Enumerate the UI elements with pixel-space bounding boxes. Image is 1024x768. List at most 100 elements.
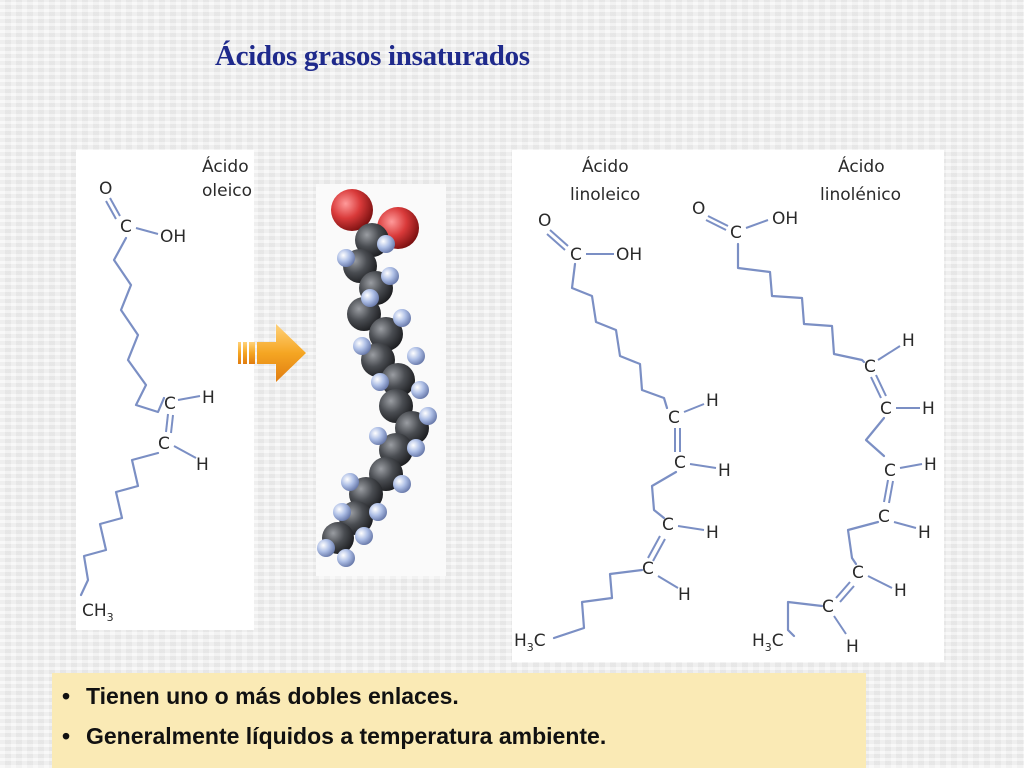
hydrogen-atom [369, 503, 387, 521]
oleic-h1: H [202, 388, 215, 408]
hydrogen-atom [393, 475, 411, 493]
linoleic-ch-bond-3 [677, 525, 705, 531]
linolenic-methyl-h: H [752, 631, 765, 651]
linolenic-chain-upper [736, 242, 866, 364]
hydrogen-atom [333, 503, 351, 521]
linolenic-methyl: H3C [752, 631, 784, 654]
linolenic-ch-bond-5 [867, 575, 893, 589]
linoleic-ch-bond-1 [683, 403, 705, 413]
linoleic-h2: H [718, 461, 731, 481]
linolenic-name-line1: Ácido [838, 155, 885, 177]
linoleic-linolenic-diagram: Ácido linoleico O C OH C H C H C H C H H… [514, 155, 937, 657]
oxygen-atom [331, 189, 373, 231]
linoleic-oxygen: O [538, 211, 551, 231]
hydrogen-atom [337, 549, 355, 567]
oleic-chain-lower [79, 451, 160, 597]
linolenic-double-2b [888, 480, 894, 504]
oleic-name-line1: Ácido [202, 155, 249, 177]
linolenic-c1: C [864, 357, 876, 377]
linoleic-methyl: H3C [514, 631, 546, 654]
linolenic-h1: H [902, 331, 915, 351]
oleic-double-bond-b [170, 414, 174, 434]
oleic-acid-structure: Ácido oleico O C OH C H C H CH3 [76, 150, 254, 630]
linolenic-ch-bond-6 [833, 615, 847, 635]
linolenic-name-line2: linolénico [820, 185, 901, 205]
hydrogen-atom [407, 439, 425, 457]
linoleic-co-bond-1 [549, 229, 569, 247]
hydrogen-atom [393, 309, 411, 327]
hydrogen-atom [381, 267, 399, 285]
linoleic-methyl-sub: 3 [527, 641, 534, 654]
oleic-acid-diagram: Ácido oleico O C OH C H C H CH3 [79, 155, 252, 624]
linolenic-methyl-sub: 3 [765, 641, 772, 654]
oleic-h2: H [196, 455, 209, 475]
hydrogen-atom [361, 289, 379, 307]
linolenic-double-3b [839, 585, 855, 603]
linoleic-h4: H [678, 585, 691, 605]
bullet-symbol: • [62, 723, 71, 749]
hydrogen-atom [407, 347, 425, 365]
bullet-symbol: • [62, 683, 71, 709]
oleic-methyl: CH3 [82, 601, 114, 624]
hydrogen-atom [341, 473, 359, 491]
linoleic-c3: C [662, 515, 674, 535]
space-filling-model [316, 184, 446, 576]
linolenic-co-bond-2 [705, 219, 727, 231]
linolenic-co-bond-1 [707, 215, 729, 227]
linoleic-linolenic-structures: Ácido linoleico O C OH C H C H C H C H H… [512, 150, 944, 662]
linoleic-c1: C [668, 408, 680, 428]
oleic-methyl-sub: 3 [107, 611, 114, 624]
key-points-box: • Tienen uno o más dobles enlaces. • Gen… [52, 673, 866, 768]
linoleic-ch-bond-4 [657, 575, 679, 589]
hydrogen-atom [369, 427, 387, 445]
linoleic-ch-bond-2 [689, 463, 717, 469]
linoleic-chain-mid [650, 470, 678, 520]
oleic-chain-upper [112, 236, 166, 414]
linolenic-double-2a [883, 479, 889, 503]
linolenic-ch-bond-1 [877, 345, 901, 361]
linolenic-double-1a [870, 376, 882, 399]
oleic-co-bond-2 [105, 200, 117, 220]
linolenic-chain-lower [786, 600, 824, 638]
linolenic-hydroxyl: OH [772, 209, 798, 229]
linoleic-c4: C [642, 559, 654, 579]
linolenic-c-oh-bond [745, 219, 769, 229]
oleic-molecule-3d-model [317, 189, 437, 567]
linoleic-co-bond-2 [546, 233, 566, 251]
linoleic-name-line1: Ácido [582, 155, 629, 177]
linoleic-chain-upper [570, 262, 669, 410]
oleic-c2: C [158, 434, 170, 454]
oleic-carboxyl-carbon: C [120, 217, 132, 237]
linolenic-methyl-c: C [772, 631, 784, 651]
linoleic-hydroxyl: OH [616, 245, 642, 265]
hydrogen-atom [371, 373, 389, 391]
oleic-oxygen: O [99, 179, 112, 199]
linoleic-double-2b [652, 538, 666, 562]
linolenic-ch-bond-3 [899, 463, 923, 469]
linoleic-c2: C [674, 453, 686, 473]
linolenic-double-3a [835, 581, 851, 599]
hydrogen-atom [377, 235, 395, 253]
linolenic-c3: C [884, 461, 896, 481]
linolenic-c5: C [852, 563, 864, 583]
oleic-co-bond-1 [109, 197, 121, 217]
carbon-atom [381, 363, 415, 397]
linolenic-c6: C [822, 597, 834, 617]
hydrogen-atom [337, 249, 355, 267]
oleic-methyl-ch: CH [82, 601, 107, 621]
linolenic-c4: C [878, 507, 890, 527]
linolenic-h6: H [846, 637, 859, 657]
linolenic-chain-mid2 [846, 520, 880, 566]
bullet-item: • Generalmente líquidos a temperatura am… [60, 723, 866, 750]
bullet-item: • Tienen uno o más dobles enlaces. [60, 683, 866, 710]
linolenic-h5: H [894, 581, 907, 601]
linolenic-oxygen: O [692, 199, 705, 219]
linolenic-chain-mid1 [864, 416, 886, 458]
carbon-atom [369, 317, 403, 351]
linolenic-h3: H [924, 455, 937, 475]
linoleic-methyl-h: H [514, 631, 527, 651]
linolenic-ch-bond-4 [893, 521, 917, 529]
linolenic-carboxyl-carbon: C [730, 223, 742, 243]
hydrogen-atom [355, 527, 373, 545]
linoleic-name-line2: linoleico [570, 185, 640, 205]
